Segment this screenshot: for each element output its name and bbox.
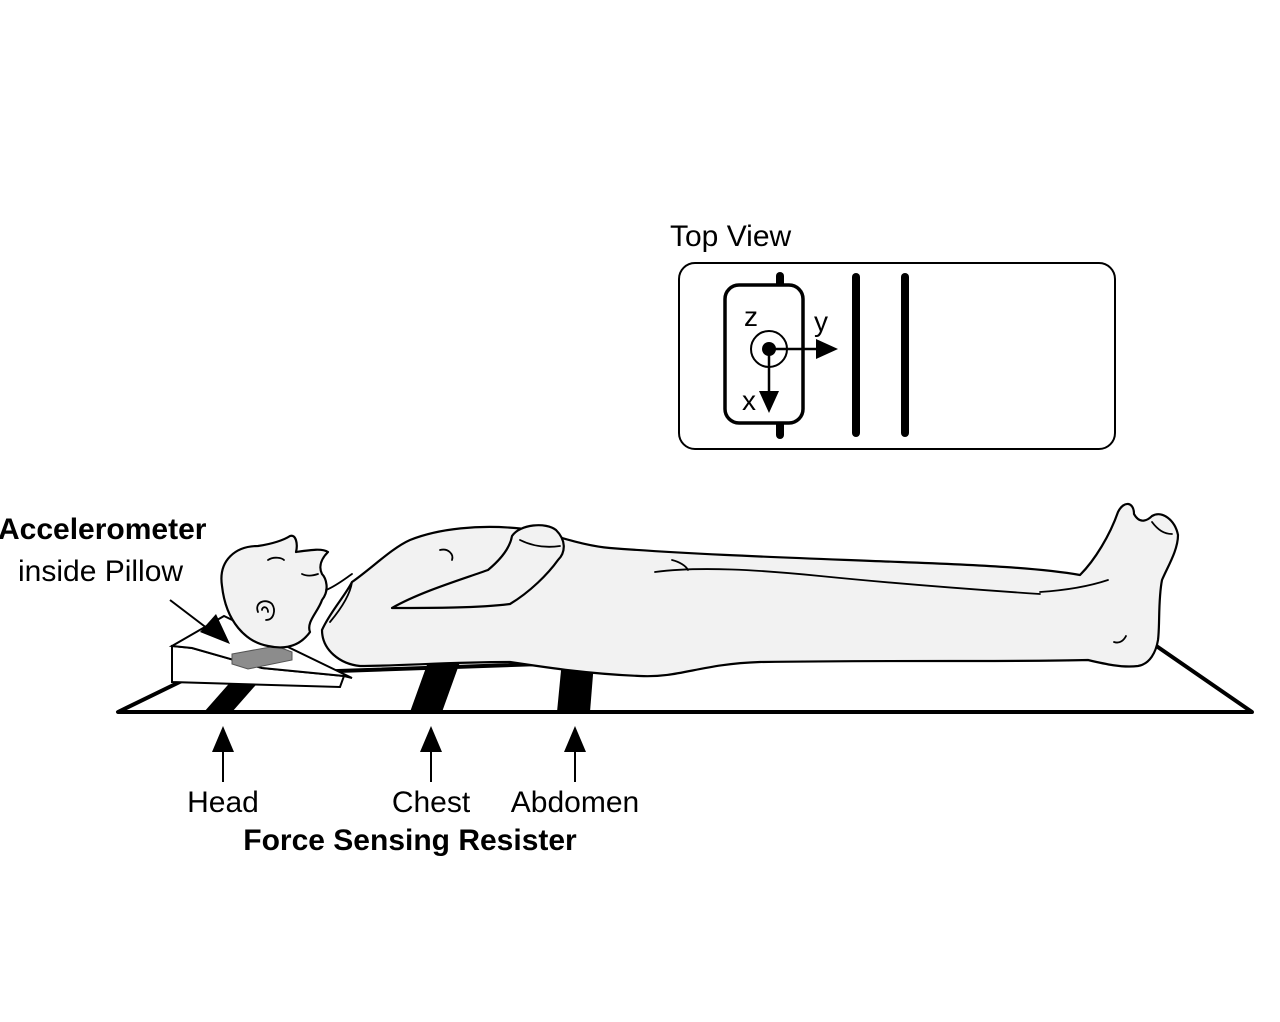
y-axis-arrowhead — [816, 339, 838, 359]
abdomen-sensor-label: Abdomen — [511, 786, 639, 819]
person-mouth — [301, 573, 319, 577]
y-axis-label: y — [814, 306, 828, 337]
x-axis-arrowhead — [759, 391, 779, 413]
person-neck-line — [325, 573, 353, 591]
person-toe-line — [1151, 521, 1173, 535]
z-axis-label: z — [744, 301, 758, 332]
person-hand-line — [519, 539, 561, 548]
sensor-labels: Head Chest Abdomen Force Sensing Resiste… — [187, 726, 639, 857]
head-sensor-strip — [204, 678, 262, 712]
accelerometer-callout: Accelerometer inside Pillow — [0, 513, 230, 644]
person-ear-inner — [261, 606, 269, 613]
person-ear — [256, 600, 275, 621]
person-foot-line — [1039, 579, 1109, 593]
chest-sensor-strip — [410, 662, 460, 712]
accelerometer-pointer-arrowhead — [200, 614, 230, 644]
x-axis-label: x — [742, 385, 756, 416]
accelerometer-title: Accelerometer — [0, 513, 207, 546]
chest-sensor-arrowhead — [420, 726, 442, 752]
person-chest-line — [439, 548, 454, 561]
person-arm — [390, 524, 565, 610]
person-head — [220, 534, 330, 649]
person-knee-line — [671, 559, 689, 571]
person-ankle-line — [1113, 635, 1127, 644]
top-view-inset: Top View z y x — [670, 220, 1116, 450]
force-sensor-caption: Force Sensing Resister — [243, 824, 577, 857]
head-sensor-arrowhead — [212, 726, 234, 752]
person-shoulder-line — [329, 581, 353, 623]
person-thigh-line — [654, 568, 1041, 595]
top-view-title: Top View — [670, 220, 792, 253]
accelerometer-subtitle: inside Pillow — [18, 555, 183, 588]
head-sensor-label: Head — [187, 786, 259, 819]
person-eye — [267, 556, 285, 561]
lying-person — [220, 502, 1180, 678]
chest-sensor-label: Chest — [392, 786, 471, 819]
abdomen-sensor-arrowhead — [564, 726, 586, 752]
